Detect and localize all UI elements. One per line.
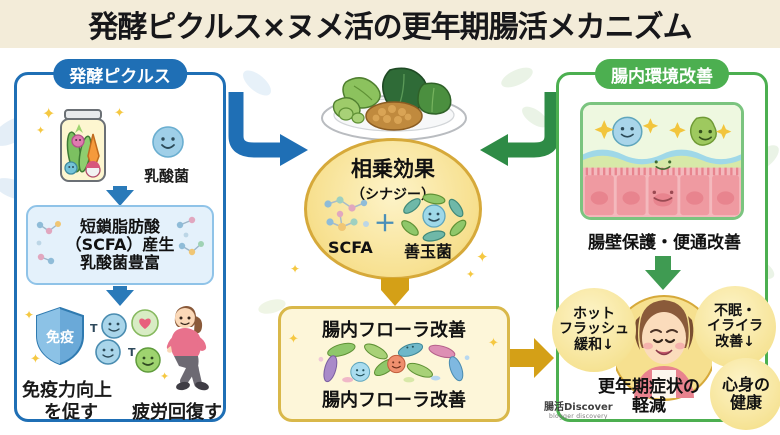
svg-text:T: T <box>128 346 136 359</box>
scfa-production-box: 短鎖脂肪酸 （SCFA）産生 乳酸菌豊富 <box>26 205 214 285</box>
lactobacillus-label: 乳酸菌 <box>144 167 190 185</box>
watermark: 腸活Discover blogger discovery <box>544 398 613 420</box>
sparkle-icon: ✦ <box>466 268 476 281</box>
arrow-center-down <box>381 278 409 306</box>
bubble-insomnia-irritability: 不眠・ イライラ 改善↓ <box>694 286 776 368</box>
sparkle-icon: ✦ <box>488 336 499 351</box>
bubble-menopause-relief: 更年期症状の 軽減 <box>586 366 712 428</box>
scfa-line-2: （SCFA）産生 <box>65 235 175 255</box>
plus-sign: ＋ <box>374 212 397 237</box>
bubble-line: 心身の <box>721 375 770 395</box>
good-bacteria-label: 善玉菌 <box>404 242 453 261</box>
gut-flora-illustration <box>318 342 470 383</box>
arrow-right-to-center <box>480 92 560 166</box>
gut-wall-illustration <box>580 102 744 220</box>
svg-text:免疫: 免疫 <box>46 329 74 346</box>
flora-bottom-label: 腸内フローラ改善 <box>322 390 466 411</box>
sparkle-icon: ✦ <box>290 262 301 276</box>
bubble-line: 軽減 <box>632 396 666 416</box>
sparkle-icon: ✦ <box>30 352 41 367</box>
scfa-line-1: 短鎖脂肪酸 <box>79 217 160 237</box>
molecule-icon <box>176 216 204 256</box>
arrow-down-icon <box>106 190 134 206</box>
sparkle-icon: ✦ <box>288 332 299 347</box>
lactobacillus-icon <box>152 126 184 158</box>
heart-health-icon <box>131 309 159 337</box>
arrow-flora-to-symptoms <box>510 338 554 378</box>
arrow-down-icon <box>106 290 134 306</box>
sparkle-icon: ✦ <box>114 106 125 121</box>
flora-top-label: 腸内フローラ改善 <box>322 320 466 341</box>
bubble-hot-flash: ホット フラッシュ 緩和↓ <box>552 288 636 372</box>
bubble-line: 緩和↓ <box>574 336 614 353</box>
watermark-line-1: 腸活Discover <box>544 402 613 413</box>
sparkle-icon: ✦ <box>476 248 489 266</box>
arrow-gut-down <box>645 256 681 290</box>
gut-flora-box: 腸内フローラ改善 腸内フローラ改善 <box>278 306 510 422</box>
gut-protection-caption: 腸壁保護・便通改善 <box>588 233 741 253</box>
good-bacteria-icon <box>401 193 467 242</box>
vegetable-plate-icon <box>321 67 467 141</box>
scfa-label: SCFA <box>328 238 373 257</box>
sparkle-icon: ✦ <box>24 308 35 322</box>
immunity-shield-icon: 免疫 <box>36 306 84 366</box>
bubble-line: 健康 <box>729 393 762 412</box>
running-woman-icon <box>166 306 209 391</box>
fatigue-recovery-label: 疲労回復す <box>132 402 222 423</box>
smiley-green-icon <box>135 347 161 373</box>
scfa-molecule-icon <box>324 196 369 231</box>
sparkle-icon: ✦ <box>36 124 46 137</box>
right-panel-header: 腸内環境改善 <box>595 59 729 89</box>
bubble-line: イライラ <box>707 318 763 335</box>
bubble-line: 改善↓ <box>715 333 755 350</box>
scfa-line-3: 乳酸菌豊富 <box>79 252 160 272</box>
title-band: 発酵ピクルス×ヌメ活の更年期腸活メカニズム <box>0 0 780 48</box>
synergy-title: 相乗効果 <box>351 157 435 181</box>
immunity-outcome-line-2: を促す <box>44 402 98 423</box>
t-cell-icons: T T <box>90 313 136 365</box>
pickle-jar-icon <box>60 109 106 182</box>
sparkle-icon: ✦ <box>42 104 56 123</box>
bubble-line: フラッシュ <box>559 321 629 338</box>
left-panel-header: 発酵ピクルス <box>53 59 187 89</box>
watermark-line-2: blogger discovery <box>548 413 608 420</box>
bubble-mind-body-health: 心身の 健康 <box>710 358 780 430</box>
bubble-line: ホット <box>573 305 615 322</box>
bubble-line: 更年期症状の <box>598 377 700 398</box>
page-title: 発酵ピクルス×ヌメ活の更年期腸活メカニズム <box>88 10 692 45</box>
smiling-woman-icon <box>616 295 712 401</box>
arrow-left-to-center <box>228 92 308 166</box>
molecule-icon <box>36 221 61 265</box>
bubble-line: 不眠・ <box>714 302 756 319</box>
svg-text:T: T <box>90 322 98 335</box>
immunity-outcome-line-1: 免疫力向上 <box>22 380 112 401</box>
sparkle-icon: ✦ <box>160 370 170 383</box>
